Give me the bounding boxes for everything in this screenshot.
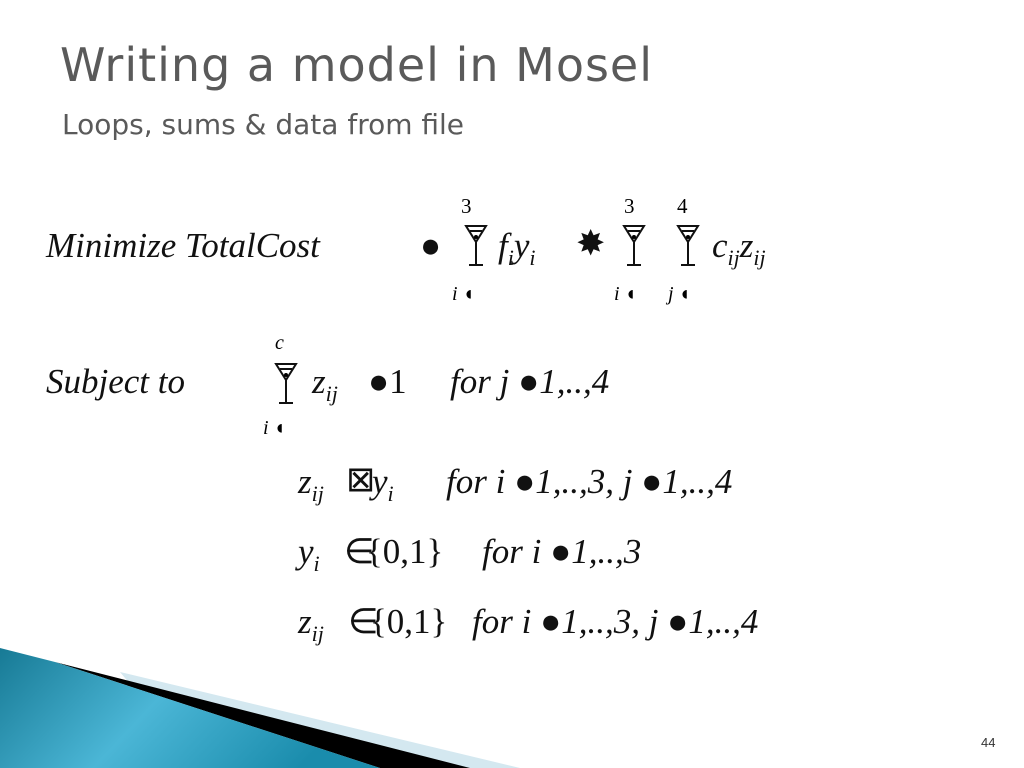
- sum-icon: [464, 225, 488, 266]
- slide-title: Writing a model in Mosel: [60, 38, 654, 92]
- page-number: 44: [981, 735, 996, 750]
- c2-z: zij: [298, 462, 324, 506]
- objective-label: Minimize TotalCost: [46, 226, 320, 265]
- c4-op: ∈: [348, 602, 379, 641]
- sum3-lower: j ◖: [668, 283, 691, 305]
- sum2-lower: i ◖: [614, 283, 637, 305]
- sum-icon: [274, 363, 298, 404]
- sum3-upper: 4: [677, 194, 688, 218]
- sum2-upper: 3: [624, 194, 635, 218]
- term-c: cijzij: [712, 226, 766, 270]
- c1-z: zij: [312, 362, 338, 406]
- sum-icon: [622, 225, 646, 266]
- c1-rhs: ●1: [368, 362, 407, 401]
- c1-sum-lower: i ◖: [263, 417, 286, 439]
- slide-subtitle: Loops, sums & data from file: [62, 108, 465, 141]
- c2-y: yi: [372, 462, 394, 506]
- c4-set: {0,1}: [370, 602, 448, 641]
- subject-to-label: Subject to: [46, 362, 185, 401]
- sum-icon: [676, 225, 700, 266]
- c3-op: ∈: [344, 532, 375, 571]
- c1-cond: for j ●1,..,4: [450, 362, 610, 401]
- c3-set: {0,1}: [366, 532, 444, 571]
- equals-glyph: ●: [420, 226, 442, 265]
- c3-y: yi: [298, 532, 320, 576]
- sum1-lower: i ◖: [452, 283, 475, 305]
- plus-glyph: ✸: [576, 224, 606, 263]
- c2-cond: for i ●1,..,3, j ●1,..,4: [446, 462, 733, 501]
- c2-op: ⊠: [346, 460, 376, 499]
- sum1-upper: 3: [461, 194, 472, 218]
- c4-cond: for i ●1,..,3, j ●1,..,4: [472, 602, 759, 641]
- c3-cond: for i ●1,..,3: [482, 532, 642, 571]
- c1-sum-upper: c: [275, 332, 284, 354]
- c4-z: zij: [298, 602, 324, 646]
- term-f: fiyi: [498, 226, 536, 270]
